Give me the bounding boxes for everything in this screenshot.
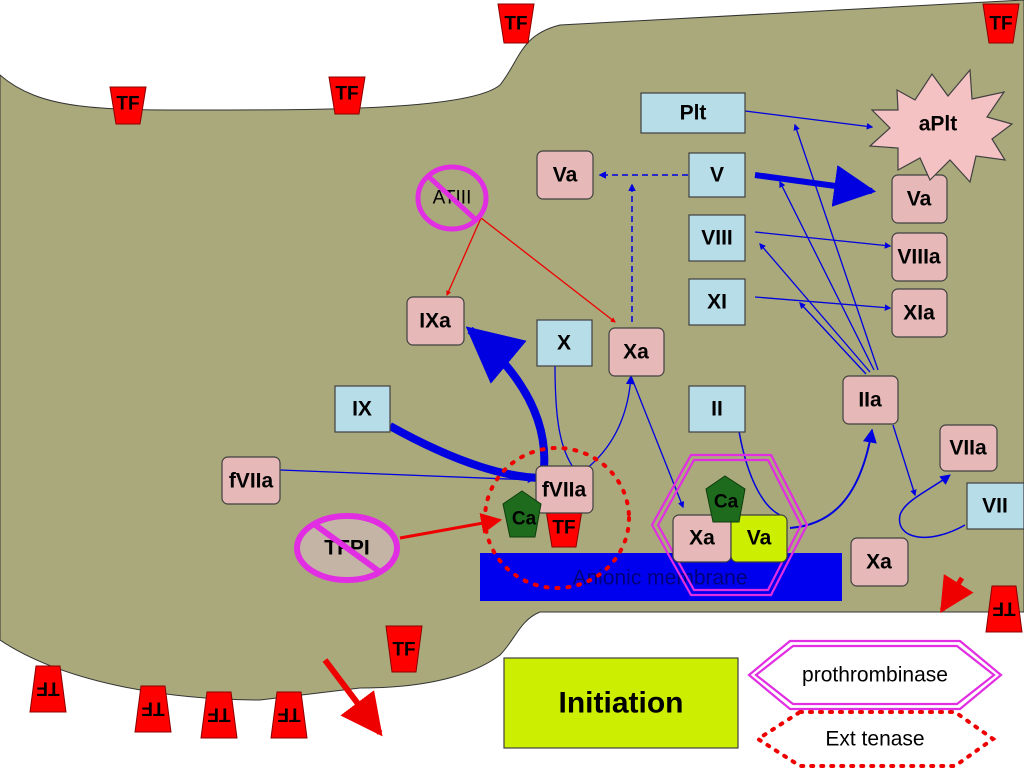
- factors-ix-label: IX: [352, 398, 372, 421]
- factors-ca-tenase-label: Ca: [512, 509, 537, 530]
- factors-xa-mid-label: Xa: [623, 341, 649, 364]
- arrows: [279, 110, 974, 737]
- factor-x: X: [536, 319, 593, 367]
- tf-marker: TF: [134, 685, 172, 733]
- factors-va-left-label: Va: [553, 164, 578, 187]
- factor-xa-mid: Xa: [608, 327, 665, 377]
- factor-vii: VII: [966, 482, 1024, 530]
- factor-plt: Plt: [640, 92, 746, 134]
- factor-ii: II: [688, 385, 746, 433]
- factor-fviia-left: fVIIa: [221, 456, 281, 505]
- factors-va-right-label: Va: [907, 188, 932, 211]
- factor-v: V: [688, 152, 746, 198]
- factors-vii-label: VII: [982, 495, 1008, 518]
- factors-aplt-label: aPlt: [919, 113, 958, 136]
- tf-marker: TF: [385, 625, 423, 673]
- prothrombinase-complex: Xa Va Ca: [650, 453, 809, 597]
- factor-xa-complex: Xa: [672, 514, 732, 563]
- factors-ixa-label: IXa: [419, 310, 451, 333]
- tf-label-label: TF: [116, 94, 139, 115]
- factor-xia: XIa: [891, 288, 948, 338]
- legend-ext-tenase-label: Ext tenase: [825, 728, 924, 751]
- tf-label-label: TF: [392, 640, 415, 661]
- factors-viiia-label: VIIIa: [897, 246, 941, 269]
- factors-iia-label: IIa: [858, 389, 882, 412]
- tf-on-complex: TF: [545, 509, 583, 548]
- atiii-inhibited: ATIII: [415, 164, 489, 232]
- tf-label-label: TF: [989, 14, 1012, 35]
- legend-prothrombinase-label: prothrombinase: [802, 664, 948, 687]
- tf-label-label: TF: [992, 598, 1015, 619]
- tf-label-label: TF: [277, 704, 300, 725]
- factors-x-label: X: [557, 332, 571, 355]
- factors-va-complex-label: Va: [747, 527, 772, 550]
- tf-label-label: TF: [335, 84, 358, 105]
- factors-ii-label: II: [711, 398, 723, 421]
- tf-label-label: TF: [36, 678, 59, 699]
- factors-xi-label: XI: [707, 291, 727, 314]
- factor-va-right: Va: [891, 174, 948, 224]
- factor-xi: XI: [688, 278, 746, 326]
- factors-ca-prothrombinase-label: Ca: [714, 492, 739, 513]
- factors-fviia-left-label: fVIIa: [229, 470, 274, 493]
- tf-marker: TF: [497, 3, 535, 44]
- factors-viii-label: VIII: [701, 227, 733, 250]
- factor-ix: IX: [334, 385, 391, 433]
- legend-ext-tenase: Ext tenase: [754, 710, 997, 768]
- factor-xa-right: Xa: [850, 537, 909, 587]
- ext-tenase-complex: TF fVIIa Ca: [483, 446, 631, 590]
- tfpi-inhibited: TFPI: [294, 513, 400, 583]
- legend-prothrombinase: prothrombinase: [747, 639, 1003, 711]
- tf-marker: TF: [109, 86, 147, 125]
- factors-v-label: V: [710, 164, 724, 187]
- factor-viia-right: VIIa: [939, 424, 998, 472]
- tf-marker: TF: [270, 691, 308, 739]
- tf-markers: TF TF TF TF TF TF TF TF: [29, 3, 1023, 739]
- tf-marker: TF: [982, 3, 1020, 44]
- tf-marker: TF: [328, 76, 366, 115]
- factor-viii: VIII: [688, 214, 746, 262]
- membrane-label: Anionic membrane: [572, 567, 747, 590]
- factors-plt-label: Plt: [680, 102, 707, 125]
- factor-fviia-complex: fVIIa: [535, 465, 594, 514]
- legend-phase-label: Initiation: [559, 687, 684, 720]
- factors-xa-right-label: Xa: [866, 551, 892, 574]
- ca-tenase: Ca: [502, 490, 542, 538]
- factors-xa-complex-label: Xa: [689, 527, 715, 550]
- tf-label-label: TF: [504, 14, 527, 35]
- tf-label-label: TF: [552, 518, 575, 539]
- factor-ixa: IXa: [406, 296, 465, 346]
- phase-label-box: Initiation: [503, 657, 739, 749]
- tf-marker: TF: [200, 691, 238, 739]
- factor-viiia: VIIIa: [891, 232, 948, 282]
- tf-marker: TF: [985, 585, 1023, 633]
- tf-label-label: TF: [141, 698, 164, 719]
- factor-aplt: aPlt: [868, 68, 1014, 184]
- factor-va-left: Va: [536, 150, 594, 200]
- tf-label-label: TF: [207, 704, 230, 725]
- factor-iia: IIa: [842, 375, 899, 425]
- ca-prothrombinase: Ca: [705, 475, 746, 523]
- factors-viia-right-label: VIIa: [949, 437, 987, 460]
- factors-fviia-complex-label: fVIIa: [542, 479, 587, 502]
- factor-va-complex: Va: [730, 514, 788, 563]
- factors-xia-label: XIa: [903, 302, 935, 325]
- tf-marker: TF: [29, 665, 67, 713]
